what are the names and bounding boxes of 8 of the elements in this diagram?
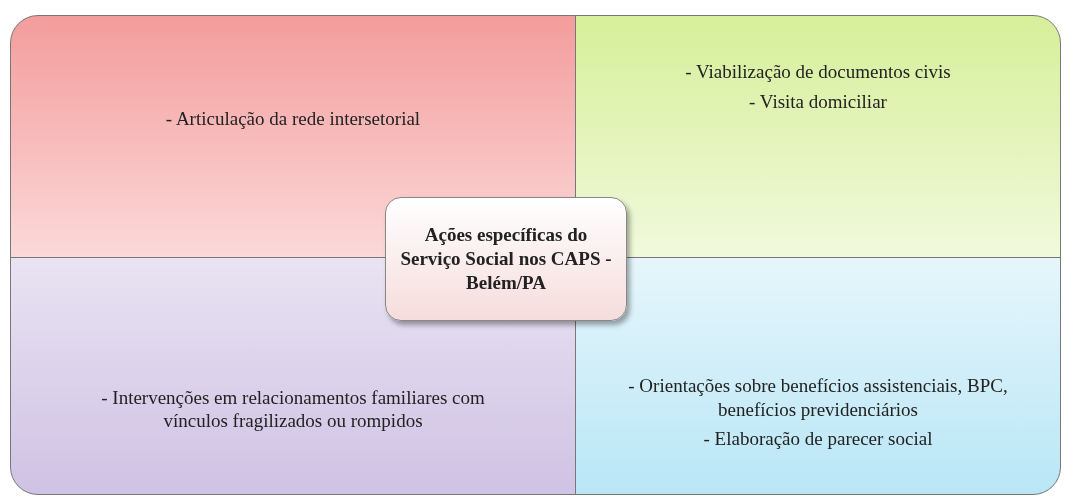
title-text: Ações específicas do Serviço Social nos CAPS - Belém/PA	[399, 223, 613, 295]
bullet-text: - Intervenções em relacionamentos familiares com vínculos fragilizados ou rompidos	[100, 385, 486, 433]
bullet-text: - Elaboração de parecer social	[703, 427, 933, 451]
bullet-text: - Orientações sobre benefícios assistenciais, BPC, benefícios previdenciários	[627, 373, 1009, 422]
center-box	[385, 197, 627, 321]
bullet-text: - Articulação da rede intersetorial	[165, 107, 421, 131]
bullet-text: - Viabilização de documentos civis	[685, 60, 951, 84]
bullet-text: - Visita domiciliar	[749, 89, 887, 114]
